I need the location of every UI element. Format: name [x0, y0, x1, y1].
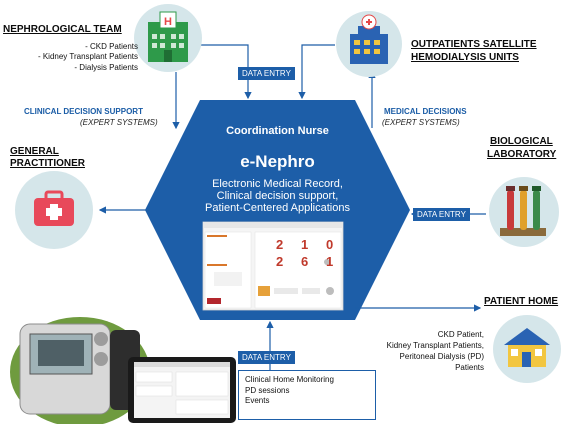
- patient-home-line: Peritoneal Dialysis (PD): [399, 352, 484, 361]
- connector-satellite-data-entry: [298, 44, 335, 100]
- nephro-team-item: - CKD Patients: [85, 42, 138, 51]
- medical-decisions-subtitle: (EXPERT SYSTEMS): [382, 118, 460, 127]
- patient-home-title: PATIENT HOME: [484, 296, 559, 307]
- screen-digit: 1: [326, 254, 334, 269]
- clinical-decision-subtitle: (EXPERT SYSTEMS): [80, 118, 158, 127]
- satellite-unit-icon: [350, 14, 388, 64]
- test-tubes-icon: [500, 186, 546, 236]
- screen-digit: 2: [276, 254, 284, 269]
- blood-pressure-monitor-photo: [10, 317, 150, 424]
- data-entry-badge-bottom: DATA ENTRY: [238, 351, 295, 364]
- clinical-decision-title: CLINICAL DECISION SUPPORT: [24, 107, 143, 116]
- screen-digit: 1: [301, 237, 309, 252]
- first-aid-kit-icon: [34, 190, 74, 226]
- data-entry-badge-lab: DATA ENTRY: [413, 208, 470, 221]
- patient-home-line: CKD Patient,: [437, 330, 484, 339]
- hospital-icon: H: [148, 11, 188, 62]
- outpatients-title-line1: OUTPATIENTS SATELLITE: [411, 39, 537, 50]
- patient-home-line: Patients: [455, 363, 484, 372]
- home-monitoring-line: Events: [245, 396, 270, 405]
- outpatients-title-line2: HEMODIALYSIS UNITS: [411, 52, 519, 63]
- screen-digit: 2: [276, 237, 284, 252]
- house-icon: [504, 328, 550, 367]
- connector-hospital-data-entry: [200, 44, 252, 100]
- lab-title-line1: BIOLOGICAL: [490, 136, 553, 147]
- home-monitoring-line: Clinical Home Monitoring: [245, 375, 334, 384]
- hub-name: e-Nephro: [240, 152, 315, 171]
- gp-title-line1: GENERAL: [10, 146, 59, 157]
- hub-line: Clinical decision support,: [216, 190, 339, 202]
- screen-digit: 6: [301, 254, 309, 269]
- hub-coordinator: Coordination Nurse: [226, 125, 329, 137]
- home-monitoring-box: Clinical Home Monitoring PD sessions Eve…: [238, 370, 376, 420]
- lab-title-line2: LABORATORY: [487, 149, 557, 160]
- data-entry-badge-top: DATA ENTRY: [238, 67, 295, 80]
- patient-home-line: Kidney Transplant Patients,: [386, 341, 484, 350]
- home-monitoring-line: PD sessions: [245, 385, 290, 395]
- emr-screenshot: [202, 221, 344, 311]
- nephro-team-title: NEPHROLOGICAL TEAM: [3, 24, 122, 35]
- hub-line: Electronic Medical Record,: [212, 178, 343, 190]
- tablet-device: [128, 357, 236, 423]
- nephro-team-item: - Dialysis Patients: [74, 63, 138, 72]
- svg-text:H: H: [164, 16, 172, 28]
- gp-title-line2: PRACTITIONER: [10, 158, 85, 169]
- nephro-team-item: - Kidney Transplant Patients: [37, 52, 138, 61]
- screen-digit: 0: [326, 237, 334, 252]
- medical-decisions-title: MEDICAL DECISIONS: [384, 107, 467, 116]
- hub-line: Patient-Centered Applications: [205, 202, 350, 214]
